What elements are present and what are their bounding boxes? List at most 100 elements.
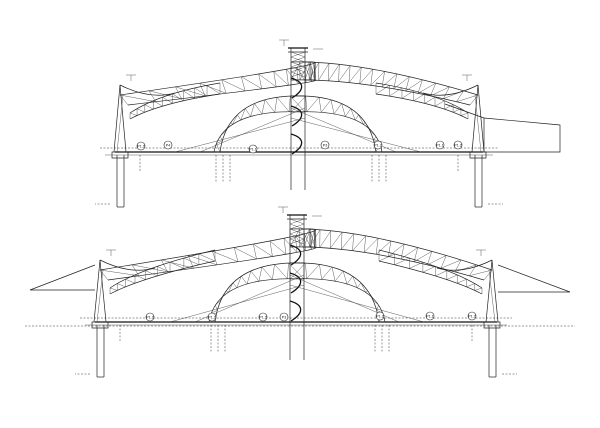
truss-web xyxy=(310,232,312,250)
eave-mast xyxy=(485,259,493,323)
truss-web xyxy=(227,282,234,293)
column-tag: P1.2 xyxy=(453,140,463,150)
tower-brace xyxy=(290,51,306,58)
truss-web xyxy=(355,114,359,121)
truss-web xyxy=(427,255,447,265)
truss-web xyxy=(400,244,405,259)
truss-web xyxy=(183,257,199,265)
truss-web xyxy=(375,240,392,255)
upper-section-tags: P1.2 P4 P1.1 P3 P1.2 P1.1 P1.2 xyxy=(136,140,463,154)
truss-top-chord xyxy=(109,249,216,289)
eave-mast xyxy=(471,84,479,153)
truss-bottom-chord xyxy=(378,260,483,295)
truss-web xyxy=(388,243,405,257)
truss-web xyxy=(346,276,353,285)
truss-web xyxy=(144,104,154,110)
truss-web xyxy=(269,240,273,257)
truss-web xyxy=(299,229,310,247)
column-tag: P1.2 xyxy=(258,312,268,322)
truss-web xyxy=(125,279,136,284)
svg-text:P1.2: P1.2 xyxy=(376,314,383,318)
truss-web xyxy=(350,108,356,121)
truss-web xyxy=(427,251,433,265)
svg-text:P1.2: P1.2 xyxy=(259,315,266,319)
truss-web xyxy=(342,270,348,285)
truss-web xyxy=(330,232,343,249)
truss-web xyxy=(295,235,306,251)
cable-stay xyxy=(174,117,306,153)
svg-text:P1.2: P1.2 xyxy=(146,315,153,319)
svg-text:P1.2: P1.2 xyxy=(137,144,144,148)
truss-web xyxy=(258,73,277,88)
truss-web xyxy=(375,85,390,95)
truss-web xyxy=(220,290,227,299)
truss-web xyxy=(253,244,257,259)
truss-web xyxy=(319,264,322,280)
truss-web xyxy=(365,290,368,293)
truss-web xyxy=(240,108,246,121)
tower-brace xyxy=(289,223,305,230)
truss-web xyxy=(357,282,362,288)
truss-web xyxy=(226,290,229,293)
truss-web xyxy=(413,251,432,262)
truss-bottom-chord xyxy=(129,93,221,120)
truss-web xyxy=(359,69,373,84)
truss-web xyxy=(175,86,206,97)
truss-web xyxy=(220,130,227,137)
truss-web xyxy=(306,264,320,279)
truss-web xyxy=(328,63,330,81)
svg-text:P1.2: P1.2 xyxy=(468,314,475,318)
truss-web xyxy=(434,100,445,107)
column-tag: P1.2 xyxy=(375,311,385,321)
truss-web xyxy=(341,233,354,250)
lower-section-tags: P1.2 P1.2 P1.2 P3 P1.2 P1.1 P1.2 xyxy=(145,311,477,322)
truss-web xyxy=(225,122,232,131)
wing-canopy xyxy=(497,264,571,293)
truss-web xyxy=(212,251,239,262)
svg-text:P1.1: P1.1 xyxy=(426,314,433,318)
tower-brace xyxy=(289,218,305,225)
svg-text:P1.1: P1.1 xyxy=(249,147,256,151)
truss-web xyxy=(305,263,307,279)
truss-web xyxy=(169,262,184,269)
tower-brace xyxy=(289,238,305,245)
eave-mast xyxy=(96,269,104,323)
truss-web xyxy=(250,103,255,117)
truss-top-chord xyxy=(129,82,221,114)
truss-web xyxy=(469,269,493,276)
eave-mast xyxy=(99,259,107,323)
truss-web xyxy=(161,259,168,272)
eave-mast xyxy=(113,84,121,153)
truss-web xyxy=(288,262,305,280)
truss-web xyxy=(306,97,320,112)
truss-web xyxy=(430,86,450,97)
truss-web xyxy=(435,270,447,277)
truss-web xyxy=(456,94,479,102)
truss-web xyxy=(188,255,218,266)
truss-web xyxy=(304,61,311,81)
truss-web xyxy=(283,238,298,253)
truss-web xyxy=(330,99,335,114)
truss-web xyxy=(352,276,358,288)
truss-web xyxy=(321,99,332,113)
spiral-stair xyxy=(290,133,303,155)
truss-web xyxy=(331,267,336,282)
roof-membrane xyxy=(444,103,485,119)
truss-web xyxy=(305,96,308,112)
eave-mast xyxy=(491,259,499,323)
truss-web xyxy=(401,90,414,99)
truss-web xyxy=(443,86,450,99)
truss-web xyxy=(161,259,194,269)
roof-membrane xyxy=(422,84,479,96)
truss-web xyxy=(460,112,469,116)
truss-web xyxy=(288,96,291,112)
truss-web xyxy=(253,243,273,257)
column-tag: P1.1 xyxy=(248,144,258,154)
truss-web xyxy=(153,100,163,107)
truss-web xyxy=(183,90,195,99)
truss-web xyxy=(422,266,436,273)
truss-web xyxy=(129,112,138,116)
truss-web xyxy=(310,229,315,247)
truss-web xyxy=(216,140,223,144)
truss-web xyxy=(370,69,373,86)
